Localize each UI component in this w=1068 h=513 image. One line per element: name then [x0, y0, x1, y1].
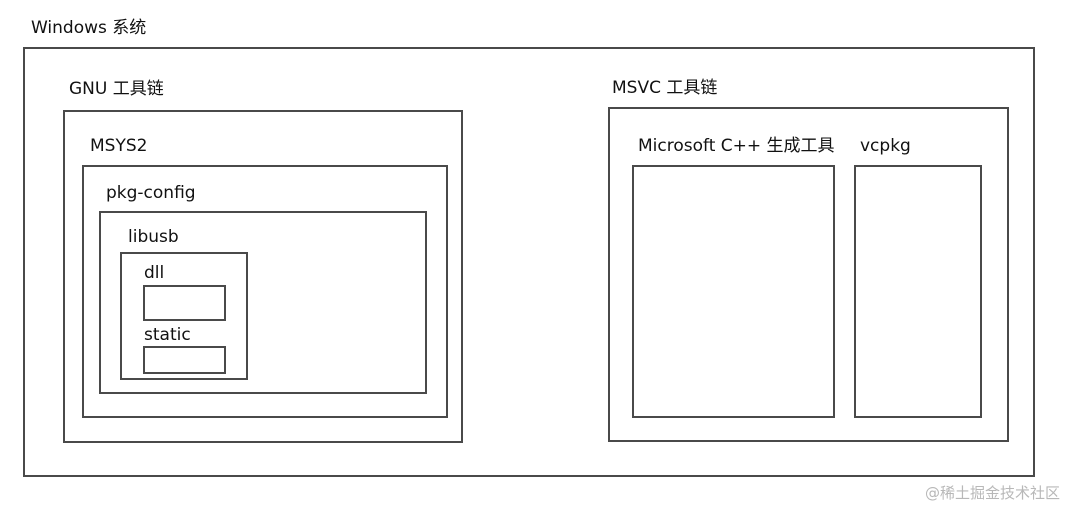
libusb-label: libusb	[128, 227, 179, 247]
msys2-label: MSYS2	[90, 136, 148, 156]
vcpkg-box	[854, 165, 982, 418]
static-label: static	[144, 325, 191, 345]
vcpkg-label: vcpkg	[860, 136, 911, 156]
watermark-text: @稀土掘金技术社区	[924, 484, 1060, 502]
pkg-config-label: pkg-config	[106, 183, 196, 203]
msvc-toolchain-label: MSVC 工具链	[612, 78, 718, 98]
microsoft-cpp-build-tools-label: Microsoft C++ 生成工具	[638, 136, 835, 156]
dll-box	[143, 285, 226, 321]
windows-system-label: Windows 系统	[31, 18, 147, 38]
dll-label: dll	[144, 263, 165, 283]
microsoft-cpp-build-tools-box	[632, 165, 835, 418]
static-box	[143, 346, 226, 374]
gnu-toolchain-label: GNU 工具链	[69, 79, 164, 99]
